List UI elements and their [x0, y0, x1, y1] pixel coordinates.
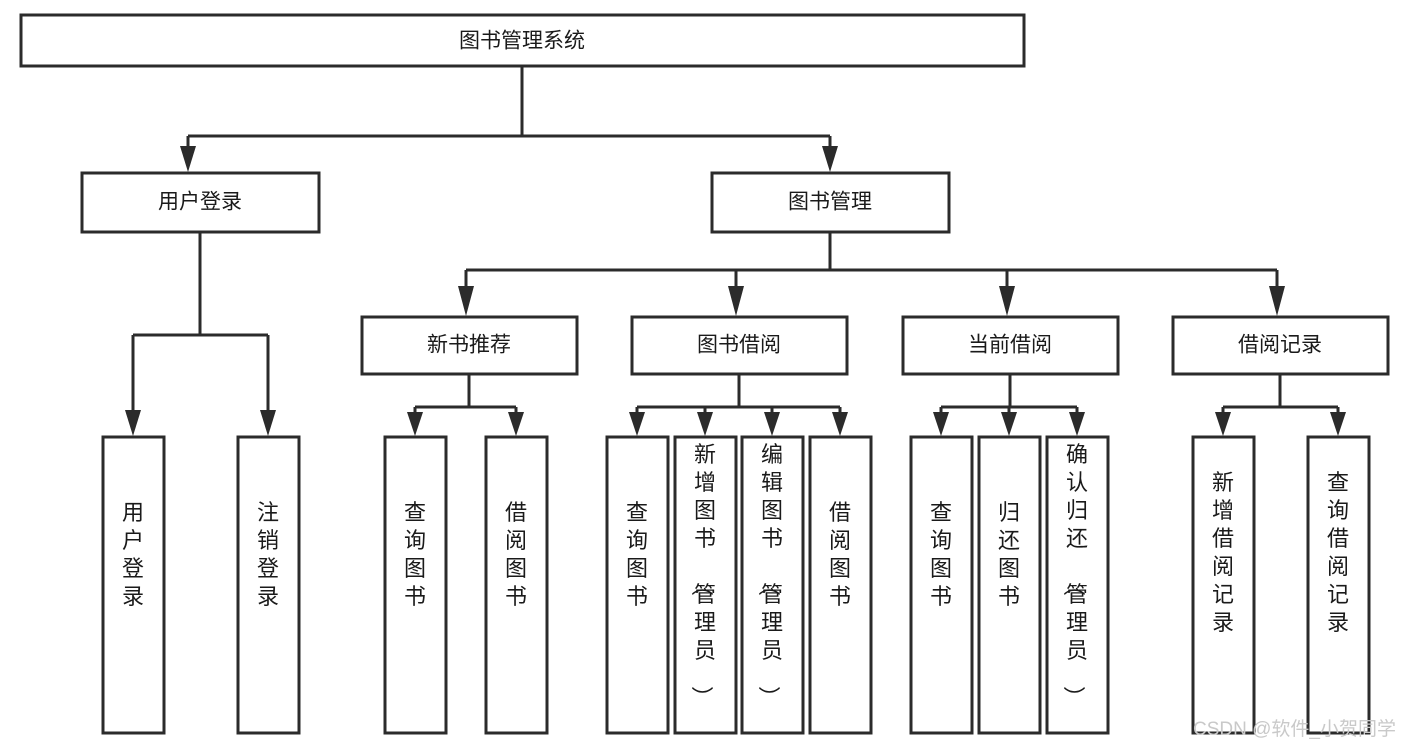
leaf-confirm-return-label: 确认归还（管理员） — [1061, 442, 1088, 708]
arrow-head-leaf-query-book-1 — [407, 412, 423, 436]
leaf-query-book-3[interactable]: 查询图书 — [909, 435, 974, 735]
leaf-confirm-return-box[interactable] — [1045, 435, 1110, 735]
node-root[interactable]: 图书管理系统 — [19, 13, 1026, 68]
leaf-add-record[interactable]: 新增借阅记录 — [1191, 435, 1256, 735]
leaf-borrow-book-1[interactable]: 借阅图书 — [484, 435, 549, 735]
leaf-borrow-book-2[interactable]: 借阅图书 — [808, 435, 873, 735]
node-root-label: 图书管理系统 — [459, 30, 585, 53]
node-borrow-record[interactable]: 借阅记录 — [1171, 315, 1390, 376]
node-root-box[interactable] — [19, 13, 1026, 68]
arrow-head-borrow-record — [1269, 286, 1285, 316]
arrow-head-current-borrow — [999, 286, 1015, 316]
arrow-head-leaf-query-book-2 — [629, 412, 645, 436]
arrow-head-leaf-edit-book — [764, 412, 780, 436]
node-current-borrow-box[interactable] — [901, 315, 1120, 376]
leaf-user-logout-label: 注销登录 — [257, 500, 279, 609]
node-book-borrow-box[interactable] — [630, 315, 849, 376]
csdn-watermark: CSDN @软件_小贺同学 — [1193, 718, 1396, 740]
leaf-confirm-return[interactable]: 确认归还（管理员） — [1045, 435, 1110, 735]
arrow-head-book-manage — [822, 146, 838, 172]
leaf-query-book-3-label: 查询图书 — [930, 500, 952, 609]
leaf-query-record-label: 查询借阅记录 — [1327, 470, 1349, 635]
arrow-head-leaf-add-record — [1215, 412, 1231, 436]
arrow-head-leaf-confirm-return — [1069, 412, 1085, 436]
arrow-head-leaf-query-book-3 — [933, 412, 949, 436]
node-book-borrow[interactable]: 图书借阅 — [630, 315, 849, 376]
leaf-query-book-2-label: 查询图书 — [626, 500, 648, 609]
node-current-borrow[interactable]: 当前借阅 — [901, 315, 1120, 376]
leaf-borrow-book-2-label: 借阅图书 — [829, 500, 851, 609]
arrow-head-user-login — [180, 146, 196, 172]
arrow-head-leaf-query-record — [1330, 412, 1346, 436]
leaf-user-login[interactable]: 用户登录 — [101, 435, 166, 735]
leaf-user-logout[interactable]: 注销登录 — [236, 435, 301, 735]
leaf-add-record-label: 新增借阅记录 — [1212, 470, 1234, 635]
node-user-login-label: 用户登录 — [158, 191, 242, 214]
arrow-head-leaf-borrow-book-2 — [832, 412, 848, 436]
leaf-query-record-box[interactable] — [1306, 435, 1371, 735]
leaf-edit-book[interactable]: 编辑图书（管理员） — [740, 435, 805, 735]
leaf-query-book-1-box[interactable] — [383, 435, 448, 735]
leaf-add-book-label: 新增图书（管理员） — [689, 442, 716, 708]
leaf-edit-book-label: 编辑图书（管理员） — [756, 442, 783, 708]
leaf-query-book-2[interactable]: 查询图书 — [605, 435, 670, 735]
leaf-user-logout-box[interactable] — [236, 435, 301, 735]
node-book-manage-label: 图书管理 — [788, 191, 872, 214]
leaf-add-book-box[interactable] — [673, 435, 738, 735]
leaf-user-login-label: 用户登录 — [122, 500, 144, 609]
leaf-add-record-box[interactable] — [1191, 435, 1256, 735]
node-user-login-box[interactable] — [80, 171, 321, 234]
arrow-head-leaf-return-book — [1001, 412, 1017, 436]
leaf-query-book-2-box[interactable] — [605, 435, 670, 735]
leaf-edit-book-box[interactable] — [740, 435, 805, 735]
node-book-borrow-label: 图书借阅 — [697, 334, 781, 357]
node-current-borrow-label: 当前借阅 — [968, 334, 1052, 357]
arrow-head-book-borrow — [728, 286, 744, 316]
leaf-borrow-book-1-box[interactable] — [484, 435, 549, 735]
leaf-add-book[interactable]: 新增图书（管理员） — [673, 435, 738, 735]
connector-group — [125, 66, 1346, 436]
leaf-return-book-label: 归还图书 — [998, 500, 1020, 609]
leaf-borrow-book-1-label: 借阅图书 — [505, 500, 527, 609]
leaf-user-login-box[interactable] — [101, 435, 166, 735]
node-new-book-recommend-box[interactable] — [360, 315, 579, 376]
arrow-head-leaf-add-book — [697, 412, 713, 436]
node-new-book-recommend-label: 新书推荐 — [427, 334, 511, 357]
arrow-head-leaf-user-login — [125, 410, 141, 436]
leaf-borrow-book-2-box[interactable] — [808, 435, 873, 735]
arrow-head-leaf-user-logout — [260, 410, 276, 436]
node-borrow-record-box[interactable] — [1171, 315, 1390, 376]
leaf-query-book-1[interactable]: 查询图书 — [383, 435, 448, 735]
arrow-head-new-book-recommend — [458, 286, 474, 316]
arrow-head-leaf-borrow-book-1 — [508, 412, 524, 436]
node-user-login[interactable]: 用户登录 — [80, 171, 321, 234]
node-book-manage-box[interactable] — [710, 171, 951, 234]
leaf-return-book[interactable]: 归还图书 — [977, 435, 1042, 735]
node-book-manage[interactable]: 图书管理 — [710, 171, 951, 234]
leaf-query-book-3-box[interactable] — [909, 435, 974, 735]
node-new-book-recommend[interactable]: 新书推荐 — [360, 315, 579, 376]
leaf-return-book-box[interactable] — [977, 435, 1042, 735]
leaf-query-book-1-label: 查询图书 — [404, 500, 426, 609]
leaf-query-record[interactable]: 查询借阅记录 — [1306, 435, 1371, 735]
node-borrow-record-label: 借阅记录 — [1238, 334, 1322, 357]
